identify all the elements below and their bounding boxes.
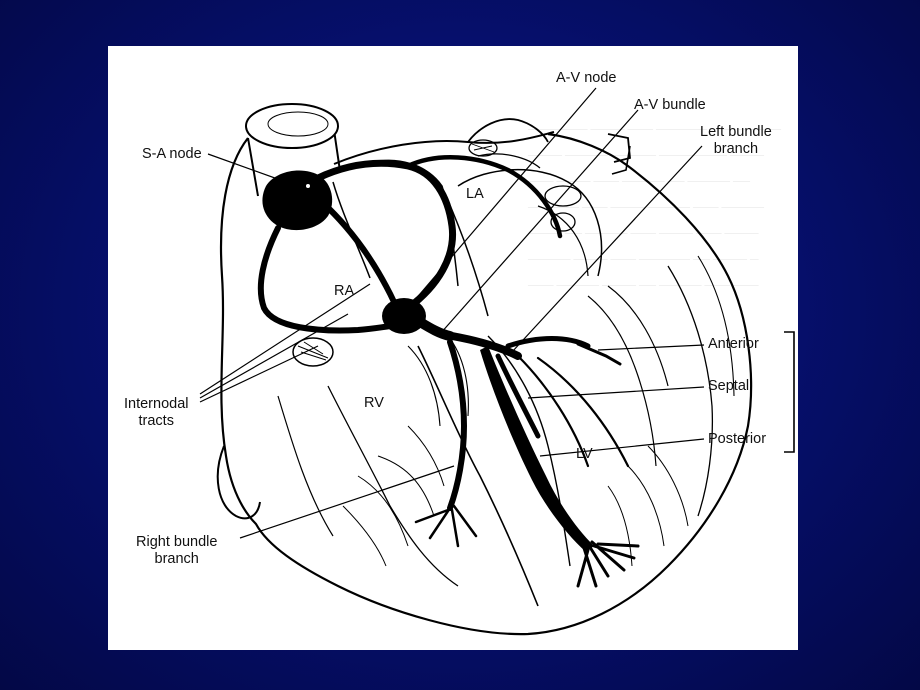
right-bundle-branch-path <box>447 339 468 511</box>
label-internodal-line2: tracts <box>138 413 174 429</box>
heart-conduction-diagram <box>199 87 795 636</box>
anterior-fascicle <box>505 336 591 349</box>
label-left-bundle-line2: branch <box>713 141 759 157</box>
label-right-bundle-line1: Right bundle <box>136 534 218 550</box>
coronary-sinus-opening <box>292 337 334 367</box>
leader-anterior <box>597 344 705 351</box>
internodal-tract-anterior <box>314 159 457 312</box>
interventricular-septum <box>417 345 539 607</box>
left-bundle-branch-path <box>448 332 522 360</box>
leader-av-bundle <box>439 109 639 335</box>
label-av-node: A-V node <box>556 70 617 86</box>
posterior-fascicle <box>480 346 594 552</box>
septal-fascicle <box>495 353 541 439</box>
vena-cava-opening <box>245 103 339 149</box>
purkinje-fibers-right <box>414 504 478 548</box>
leader-left-bundle <box>511 145 703 353</box>
label-anterior: Anterior <box>708 336 759 352</box>
internodal-tract-posterior <box>257 225 407 334</box>
label-sa-node: S-A node <box>142 146 202 162</box>
av-bundle-path <box>415 317 455 341</box>
label-right-bundle-line2: branch <box>154 551 199 567</box>
superior-vena-cava <box>247 129 341 197</box>
av-node-mass <box>382 298 426 334</box>
leader-posterior <box>539 438 705 457</box>
label-septal: Septal <box>708 378 750 394</box>
label-left-bundle-line1: Left bundle <box>700 124 772 140</box>
bachmann-bundle <box>405 155 563 239</box>
label-internodal-tracts: Internodal tracts <box>124 396 189 430</box>
leader-internodal-3 <box>199 345 319 403</box>
fascicle-bracket <box>784 331 795 453</box>
chamber-rv: RV <box>364 395 384 411</box>
right-atrium-wall <box>216 445 261 520</box>
label-right-bundle-branch: Right bundle branch <box>136 534 217 568</box>
heart-outline <box>219 132 753 636</box>
leader-internodal-2 <box>199 313 349 399</box>
label-av-bundle: A-V bundle <box>634 97 706 113</box>
leader-septal <box>527 386 705 399</box>
diagram-panel: ─────── ──── ─── ────── ─── ───── ──── ─… <box>108 46 798 650</box>
chamber-lv: LV <box>576 446 593 462</box>
label-internodal-line1: Internodal <box>124 396 189 412</box>
leader-av-node <box>407 87 597 309</box>
aortic-arch <box>333 131 555 165</box>
leader-sa-node <box>207 153 287 183</box>
leader-internodal-1 <box>199 283 371 395</box>
label-left-bundle-branch: Left bundle branch <box>700 124 772 158</box>
chamber-ra: RA <box>334 283 355 299</box>
leader-right-bundle <box>239 465 455 539</box>
chamber-la: LA <box>466 186 484 202</box>
sa-node-mass <box>262 170 333 231</box>
purkinje-fibers-left <box>576 540 640 588</box>
label-posterior: Posterior <box>708 431 767 447</box>
pulmonary-vein <box>607 133 631 163</box>
